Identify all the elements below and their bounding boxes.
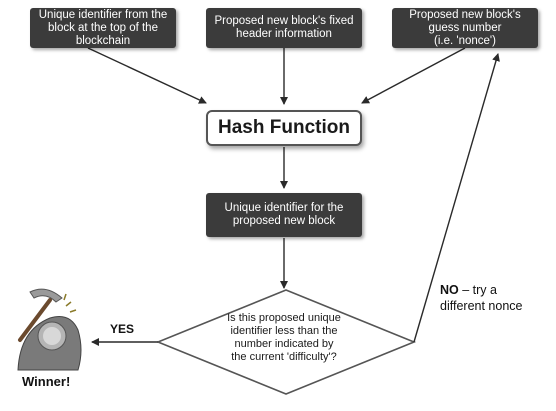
no-label: NO – try a different nonce	[440, 282, 522, 314]
block-top-identifier-box: Unique identifier from the block at the …	[30, 8, 176, 48]
hash-function-box: Hash Function	[206, 110, 362, 146]
yes-label: YES	[110, 322, 135, 336]
pickaxe-icon	[17, 288, 82, 371]
arrow-left-to-hash	[87, 47, 207, 104]
arrow-right-to-hash	[361, 47, 466, 104]
arrow-no	[413, 53, 500, 343]
winner-label: Winner!	[22, 374, 71, 389]
decision-diamond	[155, 289, 417, 395]
decision-question: Is this proposed unique identifier less …	[227, 312, 341, 363]
proposed-identifier-box: Unique identifier for the proposed new b…	[206, 193, 362, 237]
no-label-bold: NO	[440, 283, 459, 297]
fixed-header-box: Proposed new block's fixed header inform…	[206, 8, 362, 48]
guess-number-box: Proposed new block's guess number (i.e. …	[392, 8, 538, 48]
no-label-rest: – try a different nonce	[440, 283, 523, 313]
